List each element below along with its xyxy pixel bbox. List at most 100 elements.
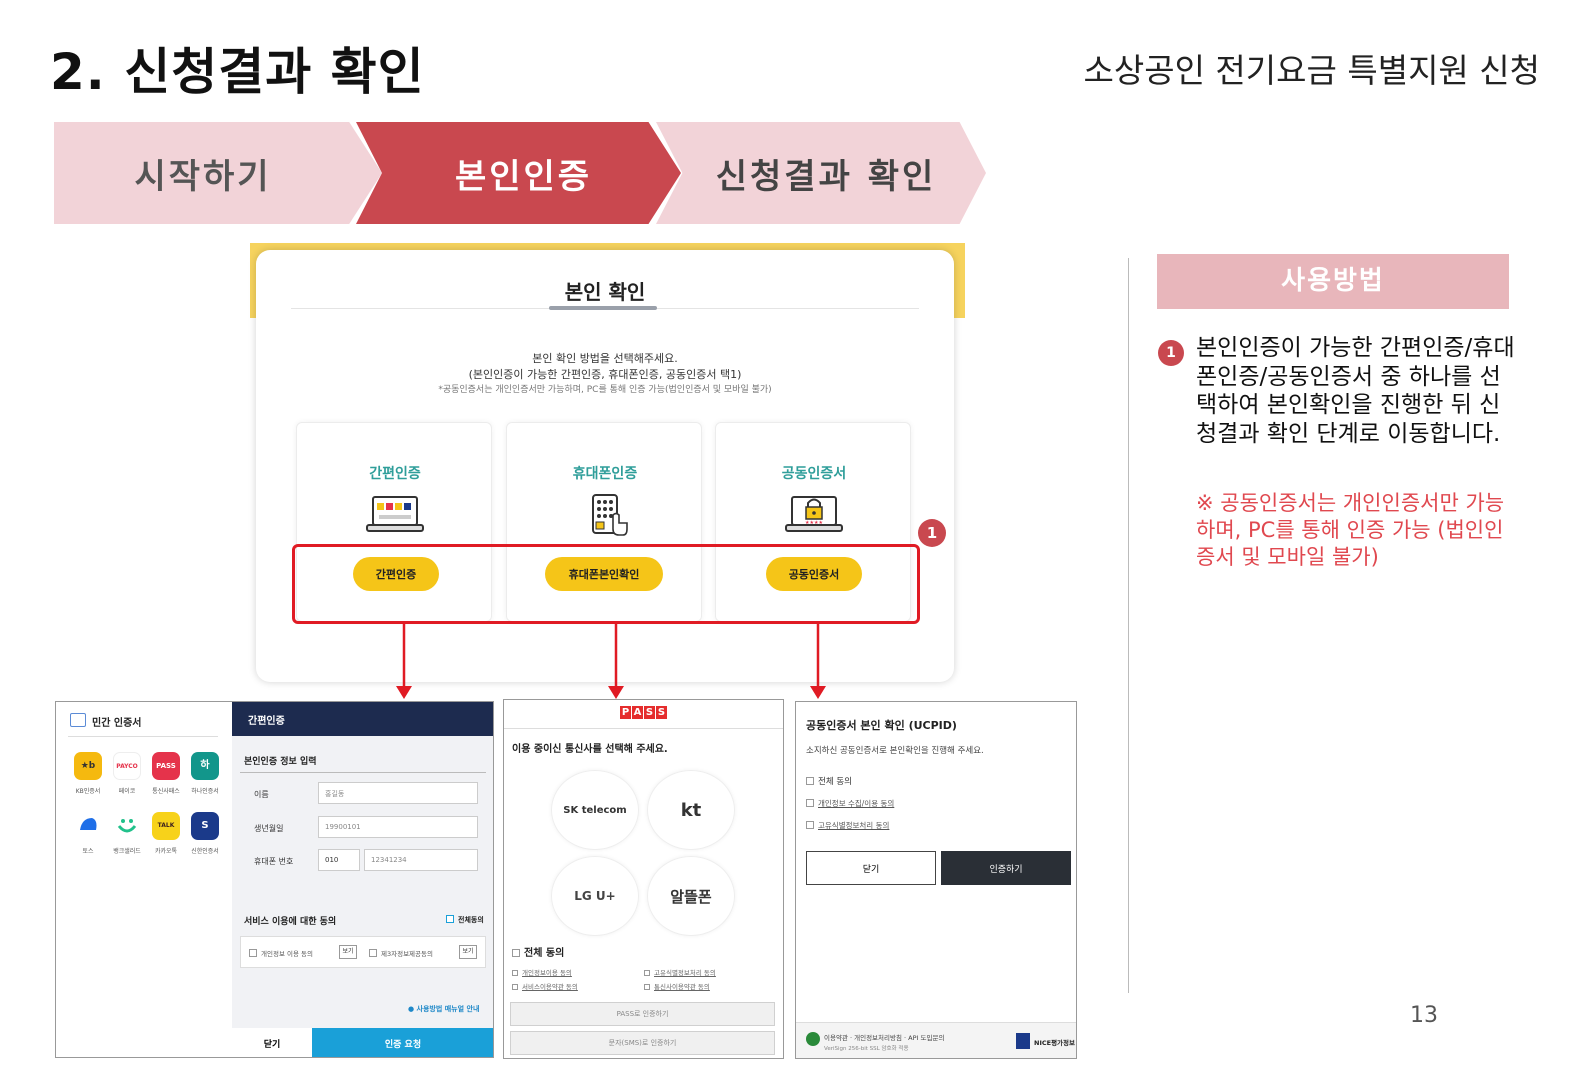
- carrier-label: SK telecom: [563, 804, 627, 816]
- app-icon-text: PAYCO: [116, 763, 138, 770]
- private-cert-panel: 민간 인증서 ★b PAYCO PASS 하 KB인증서 페이코 통신사패스 하…: [56, 702, 232, 1057]
- manual-link[interactable]: ● 사용방법 매뉴얼 안내: [408, 1004, 479, 1014]
- laptop-lock-icon: ★★★★: [784, 493, 844, 537]
- simple-auth-button[interactable]: 간편인증: [353, 557, 439, 591]
- simple-auth-screen: 민간 인증서 ★b PAYCO PASS 하 KB인증서 페이코 통신사패스 하…: [55, 701, 494, 1058]
- method-label: 휴대폰인증: [572, 466, 638, 482]
- carrier-label: kt: [680, 799, 702, 821]
- banksalad-app-icon[interactable]: [113, 812, 141, 840]
- screen-footer: 이용약관 · 개인정보처리방침 · API 도입문의 VeriSign 256-…: [796, 1022, 1076, 1058]
- checkbox-icon: [249, 949, 257, 957]
- close-button[interactable]: 닫기: [232, 1028, 312, 1057]
- term-service[interactable]: 서비스이용약관 동의: [512, 981, 578, 991]
- method-label: 간편인증: [369, 466, 421, 482]
- carrier-label: 알뜰폰: [670, 887, 712, 906]
- term-personal-info[interactable]: 개인정보이용 동의: [512, 967, 572, 977]
- usage-note: ※ 공동인증서는 개인인증서만 가능하며, PC를 통해 인증 가능 (법인인증…: [1196, 491, 1505, 569]
- page-title: 2. 신청결과 확인: [50, 43, 425, 101]
- auth-request-button[interactable]: 인증 요청: [312, 1028, 493, 1057]
- app-label: 통신사패스: [152, 788, 180, 795]
- card-note: *공동인증서는 개인인증서만 가능하며, PC를 통해 인증 가능(법인인증서 …: [438, 385, 772, 395]
- view-button[interactable]: 보기: [459, 945, 477, 959]
- checkbox-icon: [446, 915, 454, 923]
- payco-app-icon[interactable]: PAYCO: [113, 752, 141, 780]
- step-identity-verification: 본인인증: [356, 122, 681, 224]
- method-joint-certificate: 공동인증서 ★★★★ 공동인증서: [715, 422, 911, 622]
- card-description: (본인인증이 가능한 간편인증, 휴대폰인증, 공동인증서 택1): [468, 368, 742, 381]
- laptop-apps-icon: [365, 493, 425, 537]
- agree-all-checkbox[interactable]: 전체동의: [446, 915, 484, 925]
- highlight-box: [292, 544, 920, 624]
- joint-certificate-button[interactable]: 공동인증서: [766, 557, 862, 591]
- app-icon-text: ★b: [80, 761, 96, 771]
- birth-input[interactable]: 19900101: [318, 816, 478, 838]
- term-label: 서비스이용약관 동의: [522, 983, 578, 991]
- card-description: 본인 확인 방법을 선택해주세요.: [532, 352, 678, 365]
- agree-personal-info[interactable]: 개인정보 이용 동의: [249, 948, 313, 958]
- carrier-label: LG U+: [574, 889, 616, 903]
- birth-label: 생년월일: [254, 824, 284, 833]
- app-icon-text: PASS: [156, 762, 176, 770]
- pass-auth-button[interactable]: PASS로 인증하기: [510, 1002, 775, 1026]
- card-title: 본인 확인: [564, 280, 646, 304]
- simple-auth-form-panel: 간편인증 본인인증 정보 입력 이름 홍길동 생년월일 19900101 휴대폰…: [232, 702, 493, 1057]
- method-label: 공동인증서: [781, 466, 847, 482]
- footer-ssl-note: VeriSign 256-bit SSL 암호화 적용: [824, 1046, 909, 1052]
- agree-third-party[interactable]: 제3자정보제공동의: [369, 948, 433, 958]
- agree-all-label: 전체동의: [458, 916, 484, 924]
- hana-app-icon[interactable]: 하: [191, 752, 219, 780]
- name-input[interactable]: 홍길동: [318, 782, 478, 804]
- user-icon: ●: [408, 1005, 415, 1013]
- term-label: 통신사이용약관 동의: [654, 983, 710, 991]
- pass-logo: P A S S: [620, 706, 667, 719]
- pass-app-icon[interactable]: PASS: [152, 752, 180, 780]
- panel-header: 간편인증: [232, 702, 493, 736]
- app-label: KB인증서: [75, 788, 101, 795]
- agree-all-label: 전체 동의: [818, 777, 852, 787]
- divider: [68, 736, 218, 737]
- verify-button[interactable]: 인증하기: [941, 851, 1071, 885]
- term-carrier[interactable]: 통신사이용약관 동의: [644, 981, 710, 991]
- sms-auth-button[interactable]: 문자(SMS)로 인증하기: [510, 1031, 775, 1055]
- kakaotalk-app-icon[interactable]: TALK: [152, 812, 180, 840]
- agree-all-checkbox[interactable]: 전체 동의: [806, 775, 852, 787]
- app-icon-text: 하: [200, 760, 210, 771]
- certificate-icon: [70, 713, 86, 727]
- agree-label: 고유식별정보처리 동의: [818, 821, 890, 830]
- joint-certificate-screen: 공동인증서 본인 확인 (UCPID) 소지하신 공동인증서로 본인확인을 진행…: [795, 701, 1077, 1059]
- term-unique-id[interactable]: 고유식별정보처리 동의: [644, 967, 716, 977]
- kb-app-icon[interactable]: ★b: [74, 752, 102, 780]
- carrier-skt[interactable]: SK telecom: [551, 770, 639, 850]
- app-label: 뱅크샐러드: [113, 848, 141, 855]
- carrier-kt[interactable]: kt: [647, 770, 735, 850]
- logo-letter: S: [644, 706, 655, 719]
- agree-personal-info[interactable]: 개인정보 수집/이용 동의: [806, 798, 894, 809]
- view-button[interactable]: 보기: [339, 945, 357, 959]
- shinhan-app-icon[interactable]: S: [191, 812, 219, 840]
- carrier-headline: 이용 중이신 통신사를 선택해 주세요.: [512, 744, 668, 755]
- phone-auth-button[interactable]: 휴대폰본인확인: [545, 557, 663, 591]
- checkbox-icon: [806, 777, 814, 785]
- usage-description: 본인인증이 가능한 간편인증/휴대폰인증/공동인증서 중 하나를 선택하여 본인…: [1196, 335, 1515, 447]
- app-label: 신한인증서: [191, 848, 219, 855]
- method-simple-auth: 간편인증 간편인증: [296, 422, 492, 622]
- phone-input[interactable]: 12341234: [364, 849, 478, 871]
- checkbox-icon: [806, 799, 814, 807]
- app-icon-text: S: [201, 820, 209, 831]
- carrier-mvno[interactable]: 알뜰폰: [647, 856, 735, 936]
- agreement-box: 개인정보 이용 동의 보기 제3자정보제공동의 보기: [240, 936, 486, 968]
- phone-prefix-select[interactable]: 010: [318, 849, 360, 871]
- agree-all-checkbox[interactable]: 전체 동의: [512, 944, 564, 959]
- carrier-lgu[interactable]: LG U+: [551, 856, 639, 936]
- pass-auth-screen: P A S S 이용 중이신 통신사를 선택해 주세요. SK telecom …: [503, 699, 784, 1059]
- step-label: 신청결과 확인: [715, 156, 937, 197]
- logo-letter: A: [632, 706, 643, 719]
- agree-label: 개인정보 수집/이용 동의: [818, 799, 895, 808]
- agree-unique-id[interactable]: 고유식별정보처리 동의: [806, 820, 889, 831]
- term-label: 고유식별정보처리 동의: [654, 969, 716, 977]
- footer-links[interactable]: 이용약관 · 개인정보처리방침 · API 도입문의: [824, 1034, 945, 1042]
- toss-app-icon[interactable]: [74, 812, 102, 840]
- app-label: 하나인증서: [191, 788, 219, 795]
- phone-keypad-icon: [575, 493, 635, 537]
- close-button[interactable]: 닫기: [806, 851, 936, 885]
